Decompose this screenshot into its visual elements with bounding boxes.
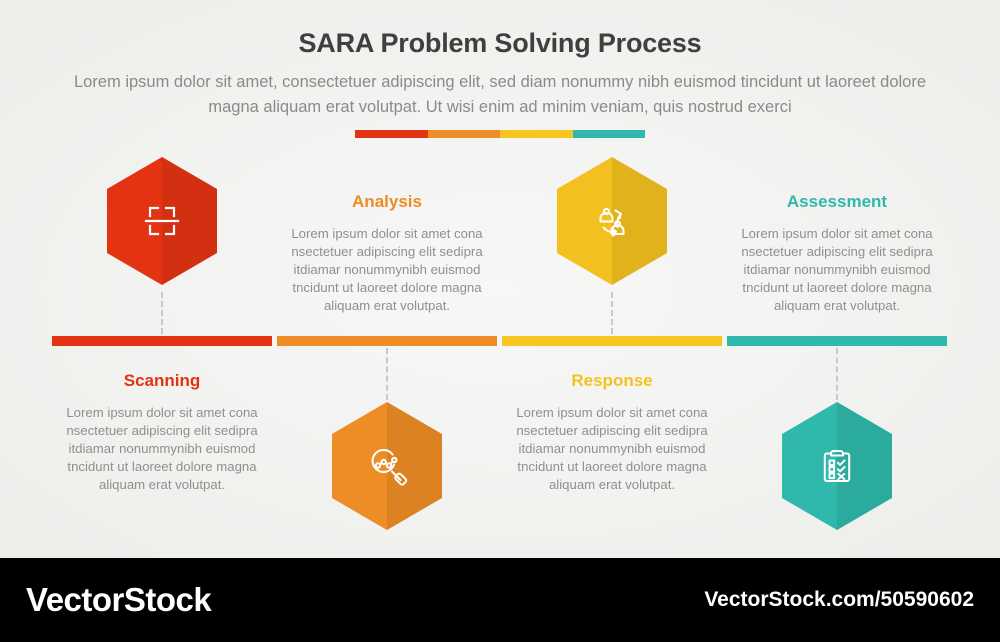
hexagon-response[interactable]	[557, 157, 667, 285]
text-block-response: Response Lorem ipsum dolor sit amet cona…	[498, 371, 726, 494]
scan-icon	[144, 206, 180, 236]
connector-response	[611, 292, 613, 334]
top-color-divider	[355, 130, 645, 138]
color-bar-response	[502, 336, 722, 346]
description-assessment: Lorem ipsum dolor sit amet cona nsectetu…	[741, 226, 933, 313]
text-block-analysis: Analysis Lorem ipsum dolor sit amet cona…	[273, 192, 501, 315]
magnifier-network-icon	[371, 448, 408, 486]
color-bar-analysis	[277, 336, 497, 346]
description-analysis: Lorem ipsum dolor sit amet cona nsectetu…	[291, 226, 483, 313]
divider-segment-red	[355, 130, 428, 138]
heading-assessment: Assessment	[786, 192, 888, 211]
connector-scanning	[161, 292, 163, 334]
footer-bar: VectorStock VectorStock.com/50590602	[0, 558, 1000, 642]
description-scanning: Lorem ipsum dolor sit amet cona nsectetu…	[66, 405, 258, 492]
heading-scanning: Scanning	[123, 371, 201, 390]
connector-analysis	[386, 348, 388, 400]
text-block-assessment: Assessment Lorem ipsum dolor sit amet co…	[723, 192, 951, 315]
hexagon-analysis[interactable]	[332, 402, 442, 530]
heading-analysis: Analysis	[352, 192, 422, 211]
brand-logo-text: VectorStock	[26, 581, 212, 618]
color-bar-assessment	[727, 336, 947, 346]
divider-segment-yellow	[500, 130, 573, 138]
page-subtitle: Lorem ipsum dolor sit amet, consectetuer…	[73, 73, 927, 116]
description-response: Lorem ipsum dolor sit amet cona nsectetu…	[516, 405, 708, 492]
clipboard-checklist-icon	[823, 450, 851, 482]
people-exchange-icon	[599, 207, 625, 237]
divider-segment-orange	[427, 130, 500, 138]
hexagon-assessment[interactable]	[782, 402, 892, 530]
divider-segment-teal	[572, 130, 645, 138]
hexagon-scanning[interactable]	[107, 157, 217, 285]
page-title: SARA Problem Solving Process	[298, 28, 702, 58]
stock-url-text: VectorStock.com/50590602	[704, 588, 974, 611]
connector-assessment	[836, 348, 838, 400]
text-block-scanning: Scanning Lorem ipsum dolor sit amet cona…	[48, 371, 276, 494]
color-bar-scanning	[52, 336, 272, 346]
heading-response: Response	[571, 371, 653, 390]
